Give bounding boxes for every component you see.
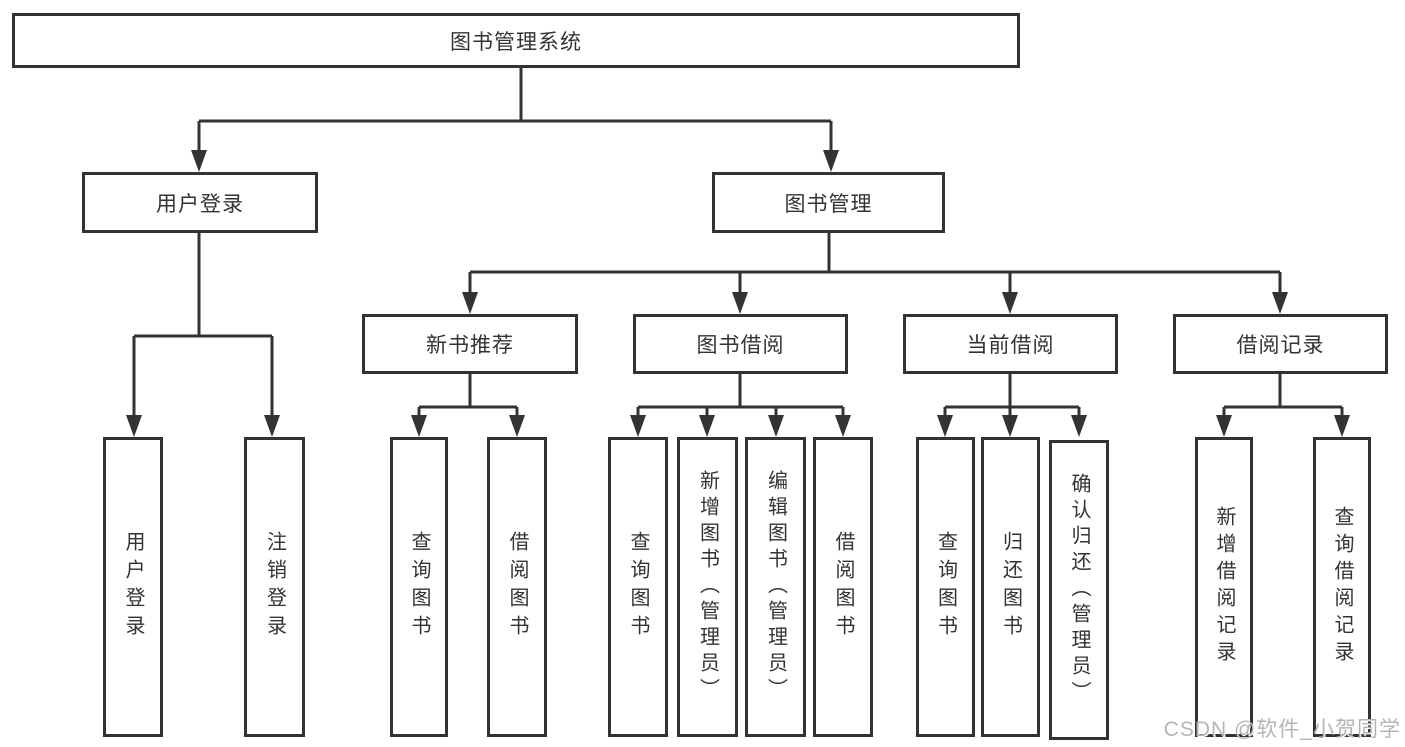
node-logout-leaf: 注销登录 xyxy=(244,437,305,737)
node-br-query-record: 查询借阅记录 xyxy=(1313,437,1371,737)
node-nb-query-books: 查询图书 xyxy=(390,437,448,737)
node-cb-query-books: 查询图书 xyxy=(916,437,975,737)
node-new-book-recommend: 新书推荐 xyxy=(362,314,578,374)
node-current-borrow: 当前借阅 xyxy=(903,314,1118,374)
csdn-watermark: CSDN @软件_小贺同学 xyxy=(1163,718,1401,741)
node-nb-borrow-books: 借阅图书 xyxy=(487,437,547,737)
node-cb-return-books: 归还图书 xyxy=(981,437,1040,737)
node-book-borrow: 图书借阅 xyxy=(633,314,848,374)
node-borrow-records: 借阅记录 xyxy=(1173,314,1388,374)
node-user-login: 用户登录 xyxy=(82,172,318,233)
node-book-management: 图书管理 xyxy=(712,172,945,233)
node-bb-query-books: 查询图书 xyxy=(608,437,668,737)
node-cb-confirm-return-admin: 确认归还（管理员） xyxy=(1049,440,1109,740)
node-bb-borrow-books: 借阅图书 xyxy=(813,437,873,737)
node-user-login-leaf: 用户登录 xyxy=(103,437,163,737)
node-br-add-record: 新增借阅记录 xyxy=(1195,437,1253,737)
node-bb-add-books-admin: 新增图书（管理员） xyxy=(677,437,738,737)
node-bb-edit-books-admin: 编辑图书（管理员） xyxy=(745,437,806,737)
node-root: 图书管理系统 xyxy=(12,13,1020,68)
